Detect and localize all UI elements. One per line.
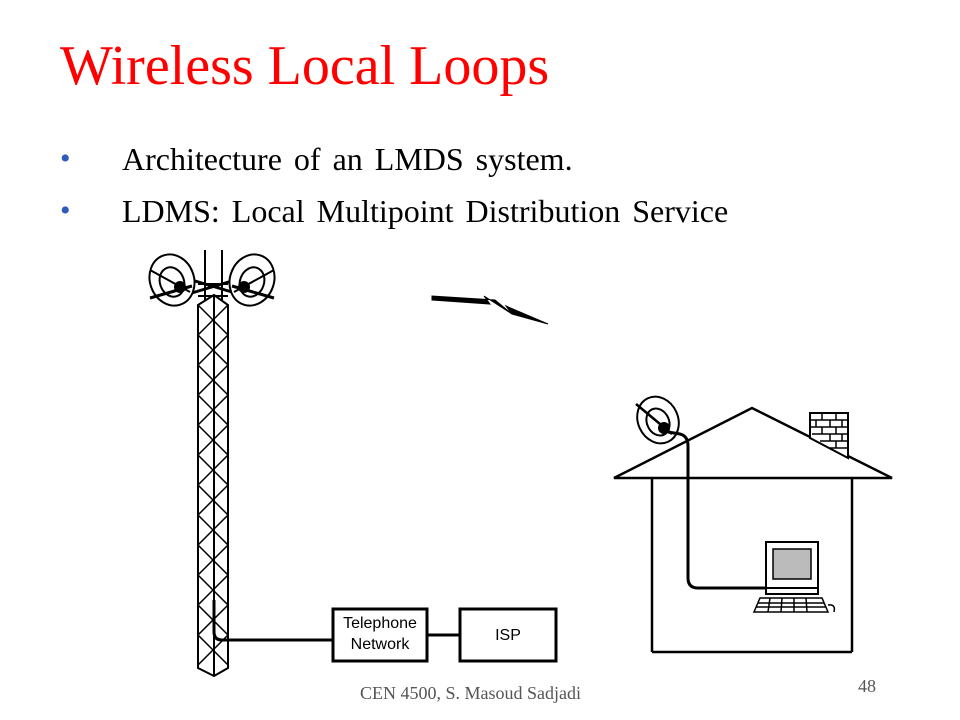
telephone-network-box: Telephone Network (331, 607, 429, 663)
page-number: 48 (858, 676, 876, 696)
isp-box: ISP (458, 607, 558, 663)
radio-wave-icon (431, 295, 549, 325)
telephone-network-label-line1: Telephone (343, 615, 417, 632)
dish-antenna-icon (635, 395, 680, 445)
bullet-dot-icon: • (60, 194, 71, 227)
dish-antenna-icon (148, 253, 196, 307)
keyboard-icon (752, 597, 836, 613)
footer-credit: CEN 4500, S. Masoud Sadjadi (360, 683, 582, 703)
telephone-network-label-line2: Network (351, 636, 411, 653)
bullet-text: Architecture of an LMDS system. (122, 141, 573, 177)
slide-title: Wireless Local Loops (60, 35, 550, 97)
house-icon (613, 406, 893, 654)
isp-label: ISP (495, 627, 521, 644)
tower-cable (212, 600, 333, 642)
house-cable (667, 430, 768, 590)
chimney-icon (809, 412, 849, 460)
bullet-dot-icon: • (60, 142, 71, 175)
bullet-text: LDMS: Local Multipoint Distribution Serv… (122, 193, 729, 229)
antenna-tower-icon (174, 250, 253, 678)
dish-antenna-icon (228, 253, 276, 307)
computer-icon (765, 541, 819, 595)
